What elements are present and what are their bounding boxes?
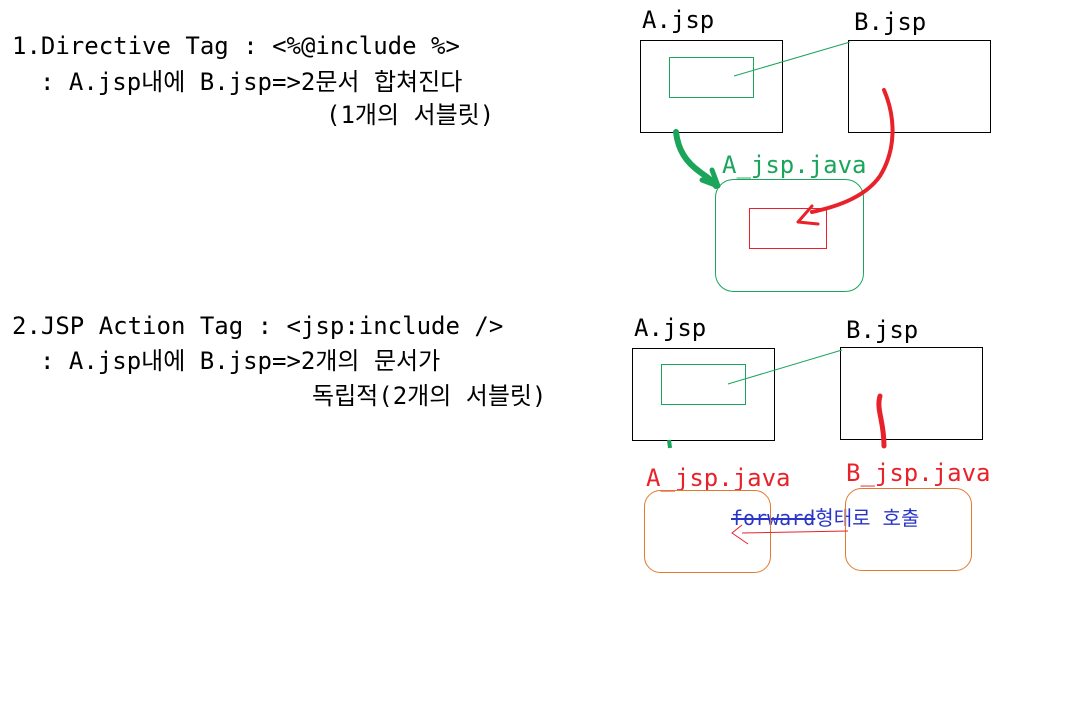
forward-rest-text: 형태로 호출: [815, 506, 920, 530]
section1-include-link-line: [733, 41, 851, 77]
section1-merged-b-region: [749, 208, 827, 249]
section1-a-jsp-box: [640, 40, 783, 133]
section2-a-java-box: [644, 490, 771, 573]
section1-red-arrow: [810, 88, 895, 214]
section2-a-jsp-label: A.jsp: [634, 314, 707, 342]
section1-red-arrowhead: [796, 204, 820, 226]
section1-description-line2: (1개의 서블릿): [326, 101, 495, 129]
section1-a-include-region: [669, 57, 754, 98]
forward-struck-word: forward: [731, 506, 816, 530]
section2-a-jsp-box: [632, 348, 775, 441]
section1-green-arrowhead: [699, 167, 721, 189]
section1-b-jsp-label: B.jsp: [854, 8, 927, 36]
section1-green-arrow: [673, 129, 719, 189]
forward-call-note: forward형태로 호출: [731, 504, 919, 532]
section2-forward-arrow-line: [741, 530, 849, 534]
section2-description-line2: 독립적(2개의 서블릿): [312, 382, 547, 410]
section2-heading: 2.JSP Action Tag : <jsp:include />: [12, 312, 504, 340]
section2-b-jsp-box: [840, 347, 983, 440]
section1-description-line1: : A.jsp내에 B.jsp=>2문서 합쳐진다: [40, 68, 463, 96]
section2-b-java-box: [845, 488, 972, 571]
section1-a-jsp-label: A.jsp: [642, 6, 715, 34]
section2-b-jsp-label: B.jsp: [846, 316, 919, 344]
section2-a-java-label: A_jsp.java: [646, 464, 791, 492]
section1-a-java-box: [715, 179, 864, 292]
section1-b-jsp-box: [848, 40, 991, 133]
section2-description-line1: : A.jsp내에 B.jsp=>2개의 문서가: [40, 347, 441, 375]
section2-green-tick: [667, 439, 672, 449]
section2-include-link-line: [727, 349, 843, 385]
section2-red-stroke: [876, 393, 887, 449]
section2-a-include-region: [661, 364, 746, 405]
section1-a-java-label: A_jsp.java: [722, 151, 867, 179]
section1-heading: 1.Directive Tag : <%@include %>: [12, 32, 460, 60]
section2-forward-arrowhead: [731, 524, 749, 545]
section2-b-java-label: B_jsp.java: [846, 459, 991, 487]
